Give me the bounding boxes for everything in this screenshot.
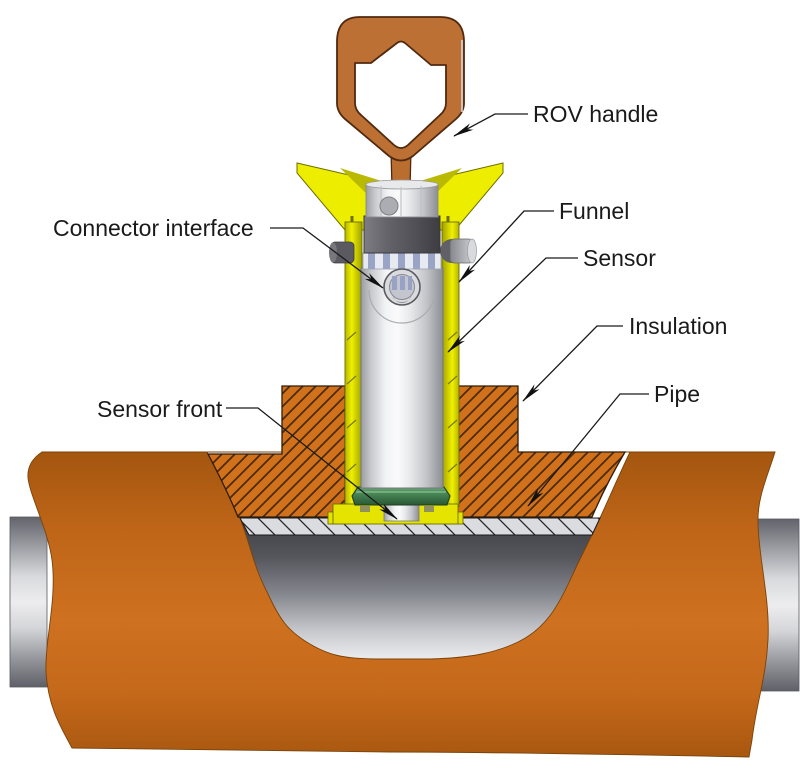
connector-pin-stripe [400,276,405,290]
label-pipe: Pipe [654,381,700,407]
connector-interface-port [383,268,421,306]
connector-pin-stripe [408,276,412,290]
connector-stripe-ring [362,252,442,270]
leader-sensor [447,257,578,353]
connector-pin-stripe [392,276,397,290]
label-rov-handle: ROV handle [533,101,658,127]
leader-insulation [522,325,623,402]
funnel-tube-left [344,221,363,508]
insulation-section [206,385,627,518]
pipe-assembly [9,451,800,758]
label-connector-interface: Connector interface [53,215,254,241]
pipe-left-end [9,516,48,688]
sensor-front-seal [351,486,451,506]
leader-funnel [458,210,554,283]
rov-handle-loop [336,16,465,162]
label-funnel: Funnel [559,198,629,224]
barrel-boss-arc [368,289,436,324]
label-sensor-front: Sensor front [97,396,223,422]
sensor-clamp-band [363,215,441,254]
collar-pin [379,196,399,216]
label-insulation: Insulation [629,313,727,339]
flange-bolt-left [360,506,370,512]
insulation-cut-left [206,385,346,518]
flange-bolt-right [424,506,434,512]
leader-sensor-front [226,407,398,520]
leader-rov-handle [453,113,528,137]
label-sensor: Sensor [583,245,656,271]
insulation-cut-right [456,385,627,518]
funnel-bolt-left [329,241,355,264]
leader-connector-interface [270,227,384,289]
sensor-top-collar [365,179,439,218]
funnel-bolt-right [440,238,477,264]
callouts: ROV handle Funnel Sensor Insulation Pipe… [53,101,727,520]
leader-pipe [527,393,649,507]
rov-handle [336,16,465,162]
sensor-assembly [327,179,477,525]
